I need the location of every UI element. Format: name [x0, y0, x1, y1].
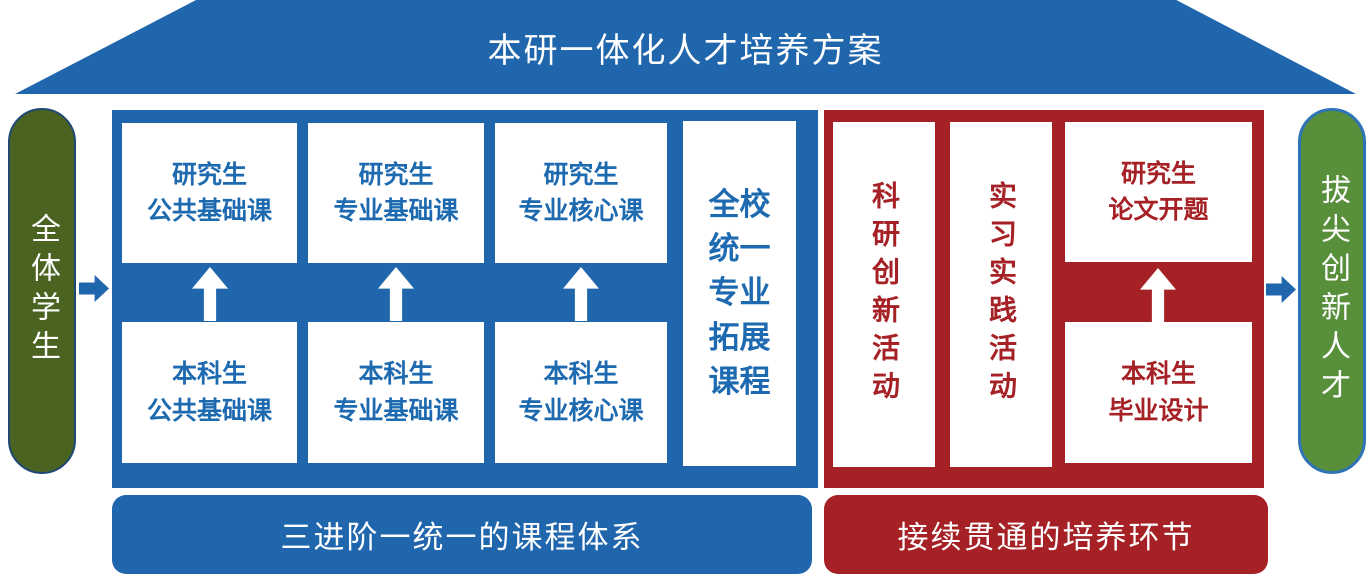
- research-activity-box: 科研创新活动: [833, 122, 935, 467]
- grad-course-box: 研究生 专业核心课: [495, 123, 667, 263]
- extension-course-box: 全校统一专业拓展课程: [683, 121, 796, 466]
- undergrad-course-box: 本科生 专业核心课: [495, 322, 667, 463]
- roof-title: 本研一体化人才培养方案: [487, 31, 884, 70]
- undergrad-course-label: 本科生 公共基础课: [146, 360, 272, 425]
- curriculum-panel: 研究生 公共基础课 研究生 专业基础课 研究生 专业核心课 本科生 公共基础课 …: [112, 110, 818, 488]
- practice-activity-box: 实习实践活动: [950, 122, 1052, 467]
- right-arrow-icon: [79, 275, 109, 302]
- undergrad-course-box: 本科生 公共基础课: [122, 322, 297, 463]
- extension-course-label: 全校统一专业拓展课程: [708, 187, 771, 399]
- up-arrow-icon: [192, 267, 228, 321]
- right-arrow-icon: [1266, 276, 1296, 303]
- undergrad-course-box: 本科生 专业基础课: [308, 322, 484, 463]
- grad-course-label: 研究生 专业核心课: [518, 160, 644, 225]
- undergrad-design-label: 本科生 毕业设计: [1108, 360, 1209, 425]
- undergrad-course-label: 本科生 专业核心课: [518, 360, 644, 425]
- up-arrow-icon: [563, 267, 599, 321]
- training-caption: 接续贯通的培养环节: [897, 520, 1195, 555]
- top-talent-pill: 拔尖创新人才: [1298, 108, 1366, 474]
- grad-thesis-label: 研究生 论文开题: [1108, 159, 1209, 224]
- grad-course-label: 研究生 公共基础课: [146, 160, 272, 225]
- grad-thesis-box: 研究生 论文开题: [1065, 122, 1252, 262]
- undergrad-course-label: 本科生 专业基础课: [333, 360, 459, 425]
- up-arrow-icon: [1140, 268, 1176, 322]
- undergrad-design-box: 本科生 毕业设计: [1065, 322, 1252, 463]
- grad-course-label: 研究生 专业基础课: [333, 160, 459, 225]
- all-students-label: 全体学生: [26, 213, 59, 369]
- top-talent-label: 拔尖创新人才: [1316, 174, 1349, 408]
- roof-shape: 本研一体化人才培养方案: [15, 0, 1356, 94]
- curriculum-caption-bar: 三进阶一统一的课程体系: [112, 495, 812, 574]
- all-students-pill: 全体学生: [8, 108, 76, 474]
- research-activity-label: 科研创新活动: [869, 180, 900, 409]
- grad-course-box: 研究生 专业基础课: [308, 123, 484, 263]
- training-caption-bar: 接续贯通的培养环节: [824, 495, 1268, 574]
- up-arrow-icon: [378, 267, 414, 321]
- practice-activity-label: 实习实践活动: [986, 180, 1017, 409]
- grad-course-box: 研究生 公共基础课: [122, 123, 297, 263]
- curriculum-caption: 三进阶一统一的课程体系: [280, 520, 644, 555]
- training-panel: 科研创新活动 实习实践活动 研究生 论文开题 本科生 毕业设计: [824, 110, 1264, 488]
